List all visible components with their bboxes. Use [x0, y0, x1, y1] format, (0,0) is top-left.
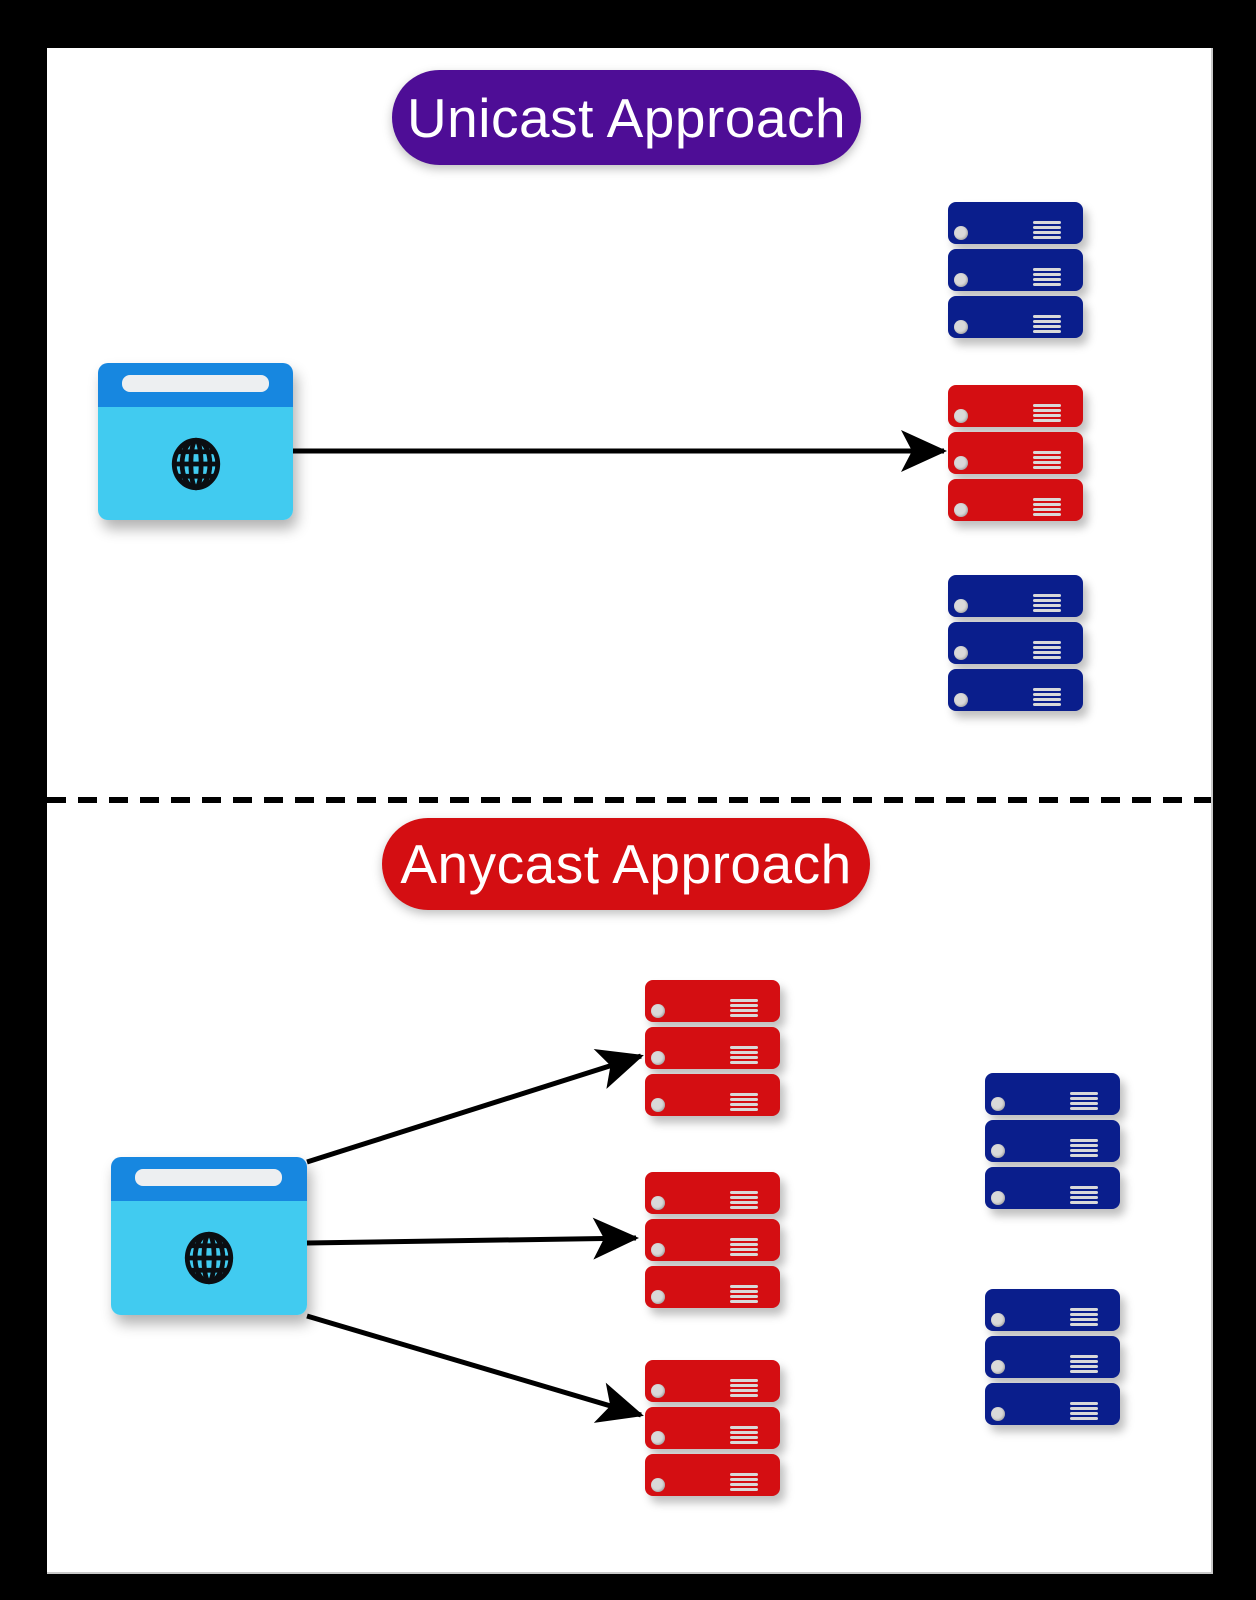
server-led [651, 1431, 665, 1445]
server-vents-icon [1033, 315, 1061, 333]
anycast-arrows [306, 1048, 644, 1423]
server-led [954, 456, 968, 470]
server-led [954, 646, 968, 660]
server-led [651, 1098, 665, 1112]
server-unit [985, 1167, 1120, 1209]
server-unit [948, 385, 1083, 427]
server-led [991, 1097, 1005, 1111]
server-vents-icon [1033, 221, 1061, 239]
server-vents-icon [730, 1238, 758, 1256]
server-unit [645, 1172, 780, 1214]
server-unit [985, 1336, 1120, 1378]
server-stack-blue [948, 202, 1083, 338]
server-unit [948, 202, 1083, 244]
server-led [651, 1051, 665, 1065]
server-unit [948, 296, 1083, 338]
server-led [991, 1191, 1005, 1205]
server-vents-icon [730, 1426, 758, 1444]
browser-body [111, 1201, 307, 1315]
anycast-title-badge: Anycast Approach [382, 818, 870, 910]
server-led [651, 1384, 665, 1398]
server-vents-icon [1033, 268, 1061, 286]
server-unit [948, 249, 1083, 291]
server-unit [985, 1289, 1120, 1331]
browser-body [98, 407, 293, 520]
server-led [991, 1407, 1005, 1421]
unicast-title-badge: Unicast Approach [392, 70, 861, 165]
server-stack-blue [948, 575, 1083, 711]
server-unit [985, 1120, 1120, 1162]
globe-icon [184, 1231, 234, 1285]
server-stack-red-target [645, 1360, 780, 1496]
server-vents-icon [1070, 1402, 1098, 1420]
server-vents-icon [1070, 1139, 1098, 1157]
unicast-title: Unicast Approach [406, 86, 847, 149]
server-vents-icon [730, 1379, 758, 1397]
server-stack-red-target [948, 385, 1083, 521]
server-led [954, 503, 968, 517]
server-unit [645, 1266, 780, 1308]
server-led [651, 1196, 665, 1210]
anycast-title: Anycast Approach [400, 833, 852, 895]
server-led [991, 1360, 1005, 1374]
server-vents-icon [1033, 498, 1061, 516]
server-led [954, 693, 968, 707]
server-unit [645, 1454, 780, 1496]
server-vents-icon [1070, 1308, 1098, 1326]
server-led [954, 273, 968, 287]
diagram-panel: Unicast Approach Anycast Approach [47, 48, 1213, 1574]
server-unit [645, 1074, 780, 1116]
server-unit [948, 432, 1083, 474]
server-vents-icon [1070, 1092, 1098, 1110]
server-unit [948, 622, 1083, 664]
server-unit [645, 1407, 780, 1449]
server-vents-icon [730, 1093, 758, 1111]
server-stack-blue [985, 1289, 1120, 1425]
server-unit [645, 1027, 780, 1069]
browser-titlebar [98, 363, 293, 407]
server-led [954, 320, 968, 334]
server-vents-icon [730, 1473, 758, 1491]
server-vents-icon [1033, 404, 1061, 422]
server-vents-icon [1070, 1186, 1098, 1204]
server-led [954, 599, 968, 613]
server-unit [948, 575, 1083, 617]
server-led [651, 1004, 665, 1018]
server-stack-blue [985, 1073, 1120, 1209]
browser-titlebar [111, 1157, 307, 1201]
server-vents-icon [730, 1285, 758, 1303]
server-led [954, 226, 968, 240]
server-unit [645, 1360, 780, 1402]
browser-address-bar [135, 1169, 282, 1186]
server-led [651, 1478, 665, 1492]
anycast-client-browser-icon [111, 1157, 307, 1315]
browser-address-bar [122, 375, 269, 392]
server-vents-icon [1033, 641, 1061, 659]
server-led [991, 1144, 1005, 1158]
server-vents-icon [730, 999, 758, 1017]
server-vents-icon [1033, 451, 1061, 469]
server-unit [645, 1219, 780, 1261]
server-vents-icon [1070, 1355, 1098, 1373]
globe-icon [171, 437, 220, 491]
server-vents-icon [1033, 688, 1061, 706]
server-vents-icon [730, 1046, 758, 1064]
server-vents-icon [730, 1191, 758, 1209]
section-divider [47, 797, 1211, 803]
server-led [651, 1243, 665, 1257]
server-led [651, 1290, 665, 1304]
server-vents-icon [1033, 594, 1061, 612]
server-unit [985, 1073, 1120, 1115]
server-led [954, 409, 968, 423]
server-unit [985, 1383, 1120, 1425]
server-stack-red-target [645, 980, 780, 1116]
server-unit [645, 980, 780, 1022]
unicast-client-browser-icon [98, 363, 293, 520]
server-stack-red-target [645, 1172, 780, 1308]
server-unit [948, 479, 1083, 521]
server-led [991, 1313, 1005, 1327]
server-unit [948, 669, 1083, 711]
